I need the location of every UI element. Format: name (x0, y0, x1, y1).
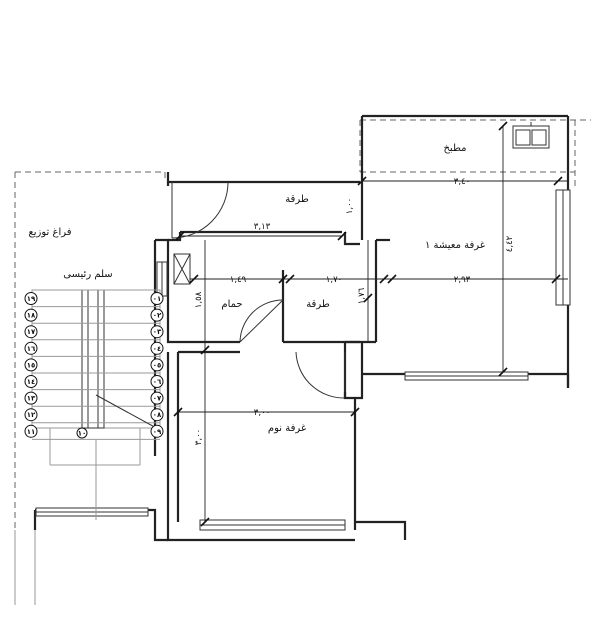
stair-step-number-left: ١٨ (27, 312, 36, 320)
stair-step-number-right: ٠٦ (153, 378, 162, 386)
living-depth-dim: ٤,٤٢ (505, 235, 515, 252)
living-width-dim: ٢,٩٣ (454, 275, 471, 285)
main-stair: ١٩ ١٨ ١٧ ١٦ ١٥ ١٤ ١٣ ١٢ ١١ ٠١ ٠٢ ٠٣ ٠٤ ٠٥ ٠٦ ٠٧ ٠٨ ٠٩ ١٠ (24, 289, 164, 520)
boundary-lines (14, 119, 591, 605)
stair-step-marker-right (150, 391, 164, 405)
stair-step-marker-right (150, 325, 164, 339)
stair-step-marker-left (24, 375, 38, 388)
kitchen-width-dim: ٣,٤٠ (454, 177, 470, 187)
corridor-length-dim: ٣,١٣ (254, 222, 271, 232)
stair-step-number-right: ٠٣ (153, 328, 162, 336)
main-stair-label: سلم رئيسى (63, 269, 112, 280)
bath-width-dim: ١,٤٩ (230, 275, 247, 285)
bathroom-label: حمام (221, 299, 242, 310)
corridor-mid-width-dim: ١,٧٠ (326, 275, 342, 285)
stair-step-number-right: ٠٨ (153, 411, 162, 419)
stair-step-number-right: ٠٧ (153, 395, 162, 403)
stair-step-marker-right (150, 375, 164, 388)
bedroom-depth-dim: ٣,٠٠ (194, 429, 204, 445)
stair-step-marker-left (24, 391, 38, 405)
stair-step-number-right: ٠٩ (153, 428, 162, 436)
shaft-box (173, 253, 191, 285)
stair-step-number-left: ١٣ (27, 395, 36, 403)
stair-step-marker-left (24, 292, 38, 305)
stair-step-marker-left (24, 358, 38, 372)
living-room-label: غرفة معيشة ١ (425, 240, 485, 251)
stair-step-marker-left (24, 308, 38, 322)
dimension-labels: ٣,٤٠ ١,٠٠ ٣,١٣ ١,٤٩ ١,٧٠ ٢,٩٣ ٤,٤٢ ١,٥٨ … (194, 177, 515, 445)
stair-step-marker-right (150, 308, 164, 322)
corridor-top-label: طرقة (285, 194, 309, 205)
stair-step-marker-right (150, 424, 164, 438)
corridor-mid-depth-dim: ١,٧٦ (357, 287, 367, 304)
stair-landing-marker (76, 427, 88, 439)
stair-step-number-right: ٠١ (153, 295, 162, 303)
kitchen-label: مطبخ (443, 143, 466, 154)
stair-step-number-left: ١٧ (27, 328, 36, 336)
stair-step-number-left: ١٤ (27, 378, 36, 386)
windows (35, 189, 571, 531)
stair-step-marker-right (150, 292, 164, 305)
stair-step-marker-right (150, 341, 164, 355)
stair-step-marker-left (24, 341, 38, 355)
bath-depth-dim: ١,٥٨ (194, 291, 204, 308)
bedroom-width-dim: ٣,٠٠ (254, 408, 270, 418)
distribution-space-label: فراغ توزيع (28, 227, 71, 238)
corridor-mid-label: طرقة (306, 299, 330, 310)
kitchen-sink (512, 122, 550, 149)
stair-step-marker-left (24, 325, 38, 339)
stair-step-marker-right (150, 358, 164, 372)
stair-step-number-left: ١٥ (27, 361, 36, 369)
kitchen-depth-dim: ١,٠٠ (345, 198, 355, 214)
stair-step-number-left: ١١ (27, 428, 36, 436)
stair-step-number-left: ١٦ (27, 345, 36, 353)
stair-step-number-right: ٠٢ (153, 312, 162, 320)
doors (171, 181, 346, 399)
stair-step-marker-right (150, 408, 164, 422)
bedroom-label: غرفة نوم (268, 423, 306, 434)
stair-landing-number: ١٠ (78, 430, 87, 438)
stair-step-number-left: ١٢ (27, 411, 36, 419)
stair-step-marker-left (24, 408, 38, 422)
stair-step-marker-left (24, 424, 38, 438)
stair-step-number-right: ٠٥ (153, 361, 162, 369)
room-labels: مطبخ طرقة فراغ توزيع غرفة معيشة ١ سلم رئ… (28, 143, 485, 434)
dimension-lines (173, 121, 568, 527)
walls (33, 114, 570, 542)
stair-step-number-left: ١٩ (27, 295, 36, 303)
stair-step-number-right: ٠٤ (153, 345, 162, 353)
